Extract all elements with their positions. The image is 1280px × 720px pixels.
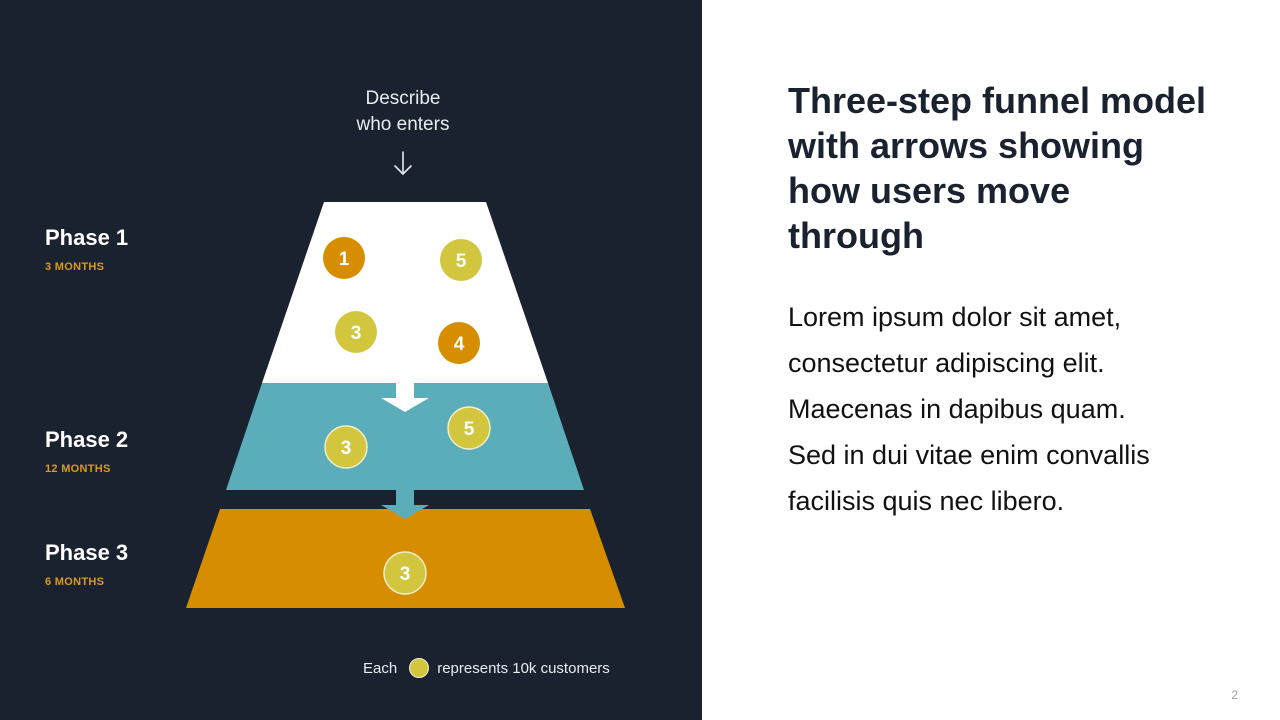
phase-name: Phase 1 (45, 225, 129, 250)
phase-name: Phase 3 (45, 540, 129, 565)
funnel-stage-1 (262, 202, 548, 383)
block-down-arrow-icon (381, 383, 429, 412)
customer-marker: 3 (324, 425, 368, 469)
marker-value: 4 (454, 334, 465, 355)
funnel-diagram: 1 5 3 4 3 5 3 (186, 151, 625, 608)
customer-marker: 3 (335, 311, 377, 353)
diagram-panel: Describe who enters 1 5 3 4 (0, 0, 702, 720)
phase-duration: 3 MONTHS (45, 261, 105, 273)
entry-label-line1: Describe (365, 88, 441, 109)
text-panel: Three-step funnel model with arrows show… (702, 0, 1280, 720)
phase-1-label: Phase 1 3 MONTHS (45, 225, 128, 274)
marker-value: 1 (339, 249, 350, 270)
down-arrow-icon (394, 151, 412, 176)
funnel-stage-2 (226, 383, 584, 490)
phase-3-label: Phase 3 6 MONTHS (45, 540, 128, 589)
entry-label-line2: who enters (356, 114, 450, 135)
marker-value: 5 (464, 419, 475, 440)
phase-duration: 12 MONTHS (45, 463, 111, 475)
marker-value: 3 (400, 564, 411, 585)
legend-suffix: represents 10k customers (437, 659, 610, 677)
customer-marker: 3 (383, 551, 427, 595)
customer-marker: 5 (447, 406, 491, 450)
page-number: 2 (1231, 688, 1238, 702)
customer-marker: 1 (323, 237, 365, 279)
marker-value: 5 (456, 251, 467, 272)
customer-marker: 4 (438, 322, 480, 364)
customer-marker: 5 (440, 239, 482, 281)
phase-duration: 6 MONTHS (45, 576, 105, 588)
legend: Each represents 10k customers (363, 656, 610, 680)
legend-marker-icon (409, 658, 430, 678)
slide-title: Three-step funnel model with arrows show… (788, 80, 1207, 256)
phase-2-label: Phase 2 12 MONTHS (45, 427, 128, 476)
body-text: Lorem ipsum dolor sit amet, consectetur … (788, 302, 1150, 516)
marker-value: 3 (351, 323, 362, 344)
block-down-arrow-icon (381, 490, 429, 519)
entry-label: Describe who enters (303, 86, 503, 138)
marker-value: 3 (341, 438, 352, 459)
phase-name: Phase 2 (45, 427, 129, 452)
legend-prefix: Each (363, 659, 398, 677)
